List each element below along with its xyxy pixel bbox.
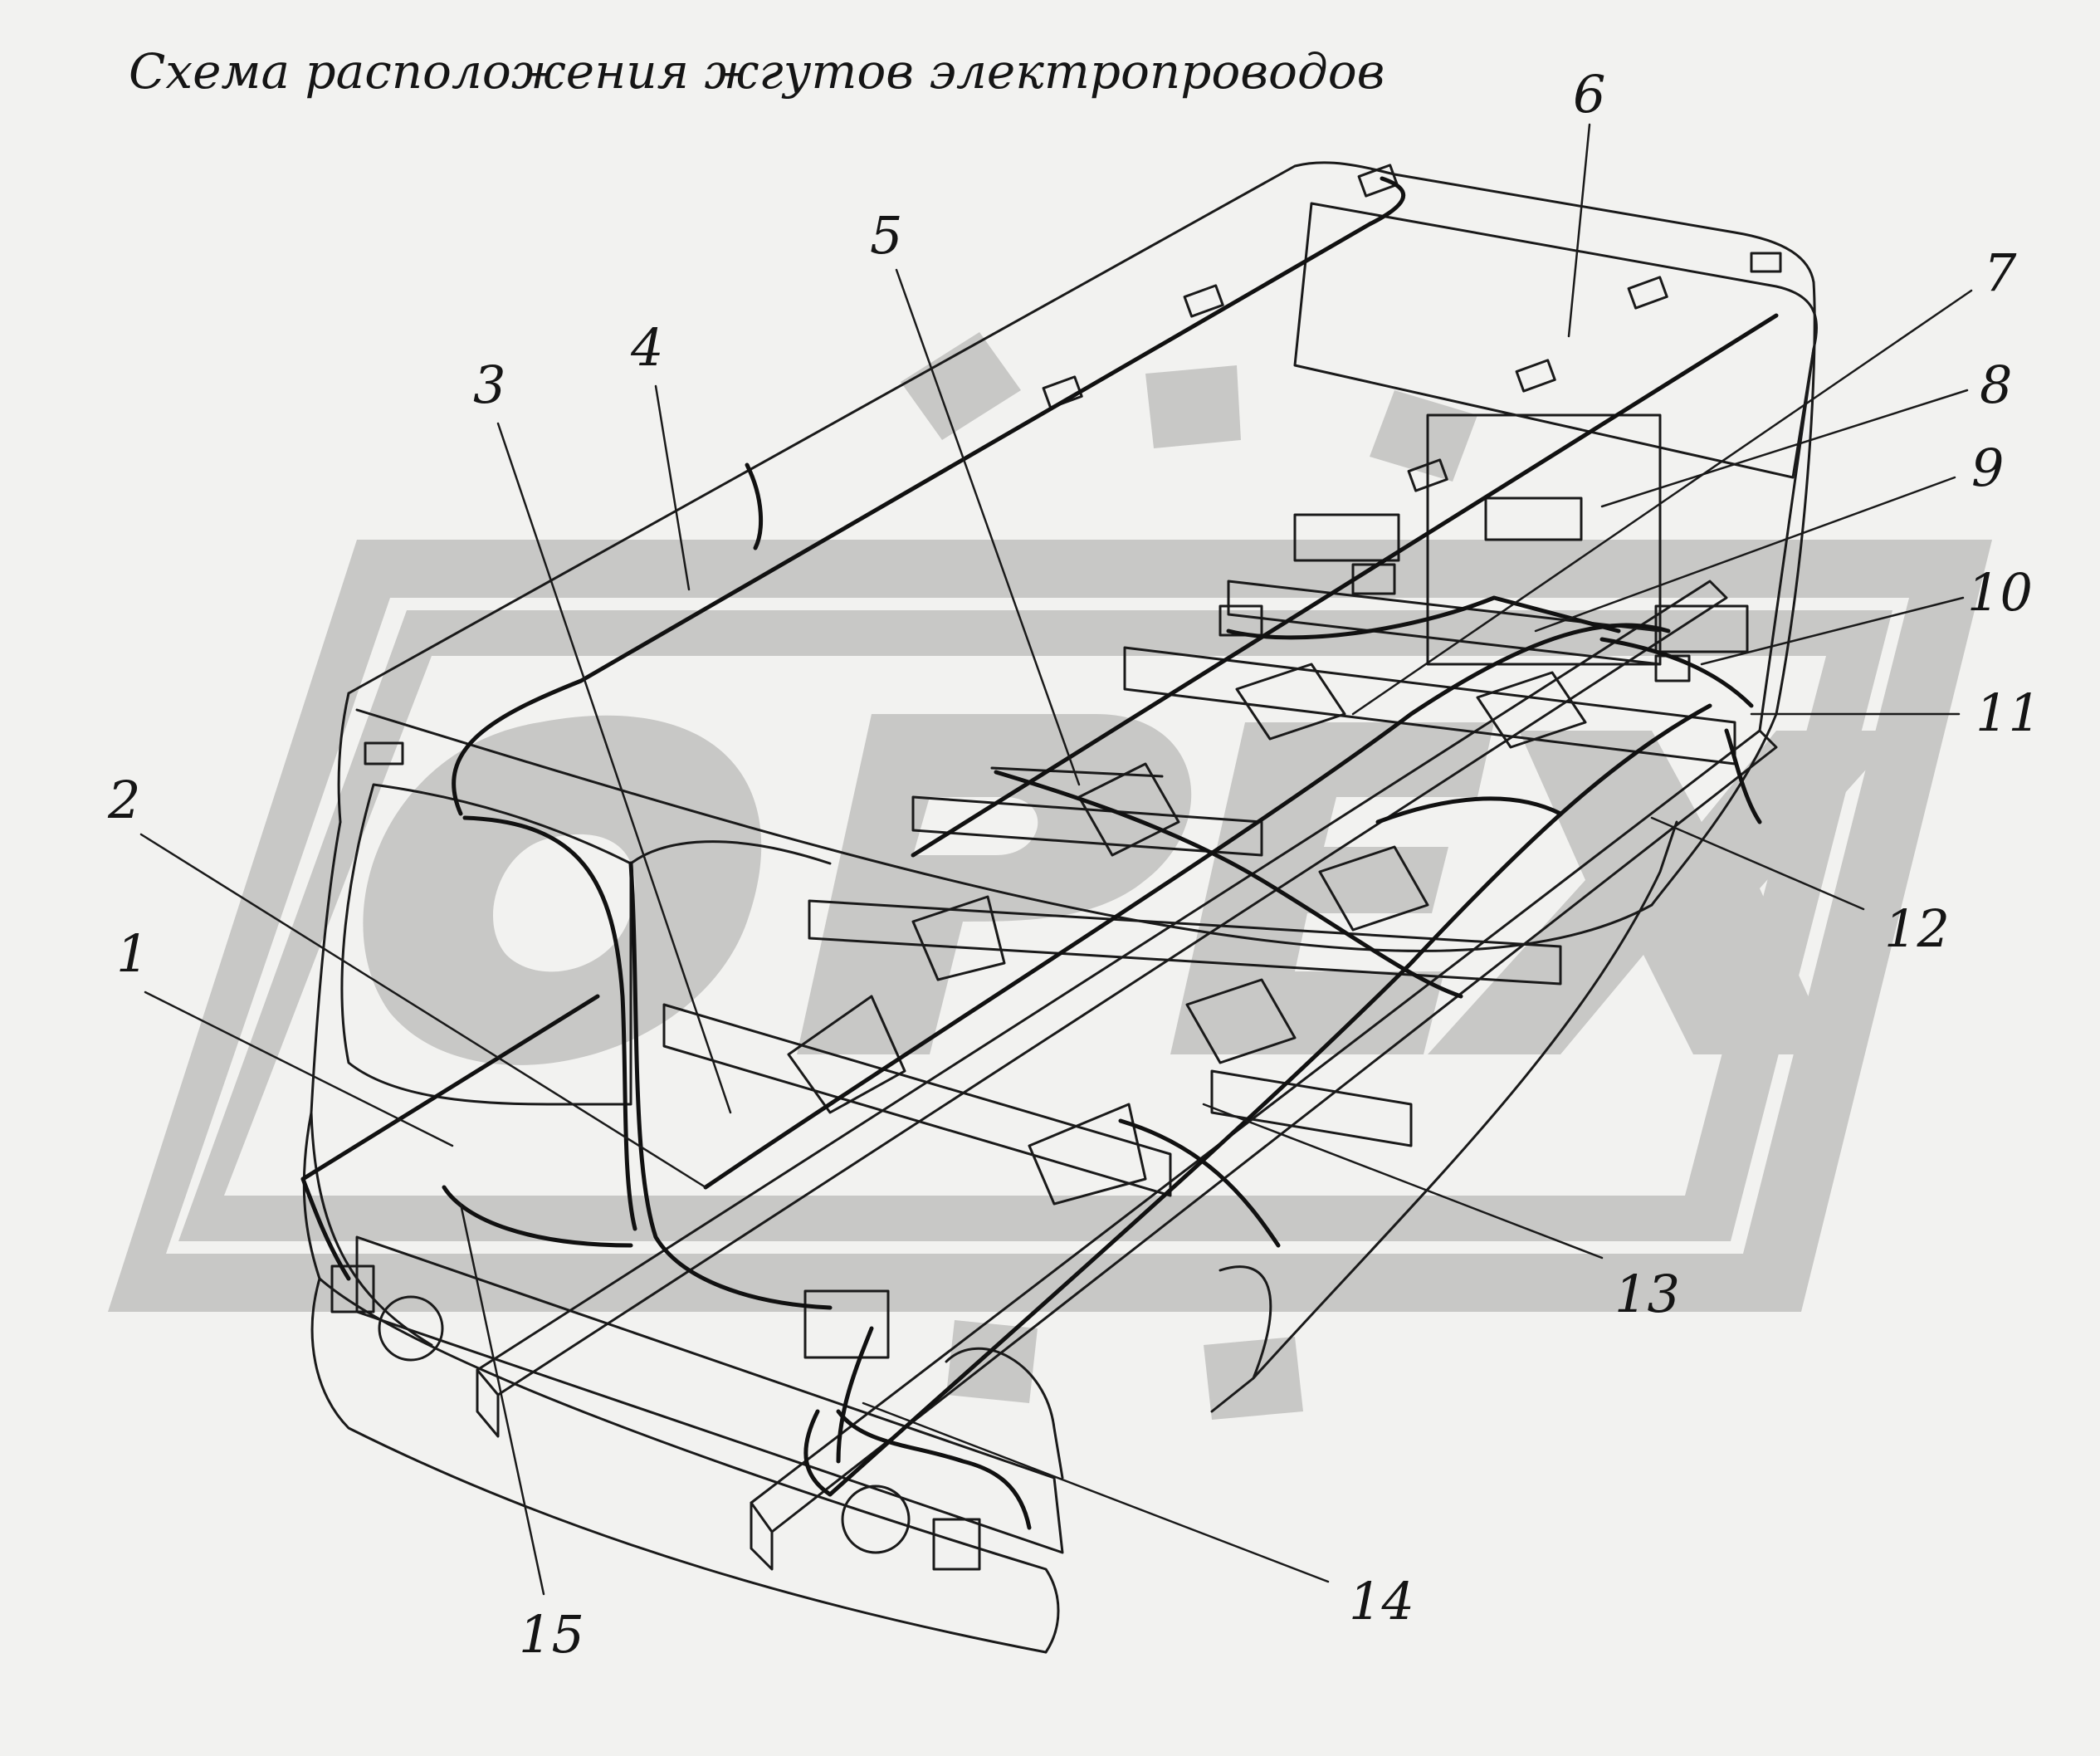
frame-member-left: [476, 580, 1728, 1396]
callout-label-12: 12: [1884, 898, 1950, 959]
gusset-6: [1235, 663, 1346, 741]
leader-7: [1351, 289, 1973, 716]
cross-member-7: [1210, 1069, 1413, 1147]
harness-2: [628, 861, 833, 1310]
leader-10: [1700, 596, 1965, 666]
leader-12: [1650, 816, 1865, 911]
callout-label-11: 11: [1975, 682, 2041, 743]
callout-label-10: 10: [1967, 562, 2033, 623]
leader-9: [1534, 476, 1956, 633]
cross-member-3: [911, 795, 1263, 857]
leader-5: [895, 268, 1081, 786]
callout-label-2: 2: [107, 770, 140, 830]
leader-3: [496, 422, 732, 1114]
harness-4: [452, 176, 1405, 816]
gusset-4: [1318, 845, 1429, 932]
roof-lamp-4: [1627, 276, 1668, 310]
gusset-3: [1185, 978, 1297, 1064]
windshield: [340, 783, 632, 1106]
callout-label-15: 15: [519, 1604, 584, 1665]
callout-label-3: 3: [473, 355, 505, 415]
rear-panel-box-3: [1484, 496, 1583, 541]
interior-panel: [1426, 413, 1662, 666]
right-side-edge: [1252, 820, 1678, 1380]
rear-wall: [1650, 281, 1816, 907]
harness-12: [1375, 796, 1563, 824]
diagram-title: Схема расположения жгутов электропроводо…: [129, 43, 1385, 100]
callout-label-14: 14: [1349, 1571, 1414, 1631]
harness-15: [442, 1185, 633, 1248]
lamp-box-right: [932, 1518, 981, 1571]
leader-2: [139, 833, 707, 1189]
roof-lamp-5: [1515, 359, 1556, 393]
callout-label-4: 4: [630, 317, 663, 378]
callout-label-8: 8: [1980, 355, 2012, 415]
callout-label-7: 7: [1984, 242, 2017, 303]
front-marker-lamp: [364, 741, 404, 765]
center-box: [803, 1289, 890, 1359]
fender-right: [1210, 1265, 1272, 1413]
front-bumper: [355, 1235, 1064, 1554]
callout-label-9: 9: [1971, 438, 2004, 498]
leader-6: [1567, 123, 1591, 338]
rear-lamp-1: [1218, 604, 1263, 637]
headlight-right: [841, 1485, 911, 1554]
cross-member-2: [808, 899, 1562, 986]
leader-4: [654, 384, 691, 591]
lamp-box-left: [330, 1264, 375, 1313]
harness-11: [1724, 728, 1762, 824]
harness-13: [828, 703, 1712, 1497]
callout-label-1: 1: [116, 923, 149, 984]
harness-9: [1226, 595, 1621, 640]
leader-1: [144, 991, 454, 1147]
front-face-lower: [318, 1277, 1060, 1654]
roof-lamp-6: [1407, 458, 1448, 492]
leader-13: [1202, 1103, 1604, 1260]
roof-lamp-1: [1183, 284, 1224, 318]
headlight-left: [378, 1295, 444, 1362]
harness-10: [1599, 637, 1754, 708]
rear-panel-box-1: [1293, 513, 1400, 562]
gusset-1: [787, 995, 906, 1114]
leader-8: [1600, 389, 1969, 508]
harness-6: [911, 313, 1779, 858]
cross-member-1: [662, 1003, 1172, 1197]
gusset-7: [1476, 671, 1587, 749]
harness-3: [703, 623, 1671, 1190]
harness-14: [836, 1409, 1032, 1530]
callout-label-6: 6: [1573, 64, 1605, 125]
harness-5: [994, 770, 1463, 999]
cross-member-6: [990, 766, 1164, 778]
leader-14: [862, 1401, 1330, 1583]
gusset-8: [911, 895, 1006, 981]
gusset-5: [1028, 1103, 1147, 1206]
roof-lamp-3: [1357, 164, 1399, 198]
frame-member-right: [750, 729, 1778, 1533]
gusset-2: [1077, 762, 1180, 857]
roof-lamp-7: [1750, 252, 1782, 273]
callout-label-13: 13: [1614, 1264, 1680, 1324]
roof-front-edge: [337, 692, 350, 824]
fender-left: [945, 1347, 1064, 1480]
harness-1: [300, 994, 600, 1181]
leader-15: [459, 1202, 545, 1596]
front-face: [302, 820, 342, 1280]
callout-label-5: 5: [870, 205, 902, 266]
